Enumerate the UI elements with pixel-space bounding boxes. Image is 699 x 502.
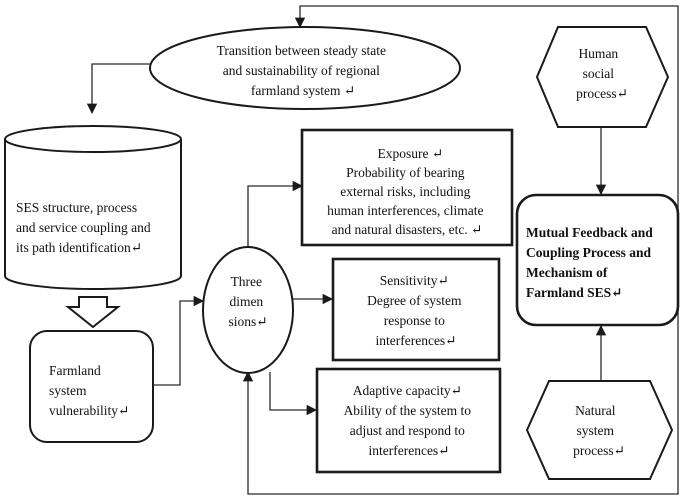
adaptive-line: interferences↵	[368, 443, 449, 458]
node-three-dimensions: Three dimen sions↵	[202, 246, 294, 374]
transition-line: farmland system ↵	[251, 83, 355, 98]
dimensions-ellipse	[202, 246, 294, 374]
svg-text:Human social proce: Human social process↵	[576, 46, 628, 101]
connector-vulnerability-to-dimensions	[153, 295, 205, 386]
svg-text:Mutual Feedback and Coup: Mutual Feedback and Coupling Process and…	[526, 225, 656, 300]
transition-line: and sustainability of regional	[223, 63, 380, 78]
adaptive-line: Adaptive capacity↵	[353, 383, 462, 398]
natural-system-line: system	[577, 423, 615, 438]
transition-ellipse	[149, 26, 461, 110]
exposure-line: external risks, including	[340, 184, 470, 199]
svg-text:Natural system pro: Natural system process↵	[573, 403, 625, 458]
svg-text:Transition between steady stat: Transition between steady state and sust…	[217, 43, 390, 98]
connector-dimensions-to-adaptive	[269, 372, 318, 416]
ses-line: its path identification↵	[16, 240, 142, 255]
transition-line: Transition between steady state	[217, 43, 386, 58]
node-adaptive-capacity: Adaptive capacity↵ Ability of the system…	[315, 367, 502, 474]
node-farmland-vulnerability: Farmland system vulnerability↵	[29, 330, 154, 443]
natural-system-line: process↵	[573, 443, 625, 458]
exposure-line: Probability of bearing	[346, 165, 465, 180]
node-mutual-feedback: Mutual Feedback and Coupling Process and…	[515, 193, 680, 327]
dimensions-line: sions↵	[228, 314, 267, 329]
vulnerability-line: system	[49, 383, 87, 398]
dimensions-line: dimen	[229, 294, 263, 309]
node-exposure: Exposure ↵ Probability of bearing extern…	[300, 128, 514, 247]
sensitivity-line: interferences↵	[375, 333, 456, 348]
node-transition: Transition between steady state and sust…	[149, 26, 461, 110]
svg-text:Exposure ↵ Probability: Exposure ↵ Probability of bearing extern…	[327, 146, 487, 237]
vulnerability-box	[29, 330, 154, 443]
connector-transition-to-ses	[86, 63, 150, 115]
svg-text:Sensitivity↵ Degree of s: Sensitivity↵ Degree of system response t…	[367, 273, 465, 348]
connector-feedback-loop-bottom	[242, 270, 679, 495]
svg-text:Farmland system vu: Farmland system vulnerability↵	[49, 363, 129, 418]
node-human-social: Human social process↵	[535, 26, 670, 128]
human-social-line: process↵	[576, 86, 628, 101]
ses-cylinder-body	[4, 139, 182, 290]
human-social-hexagon	[535, 26, 670, 128]
connector-dimensions-to-exposure	[247, 180, 304, 247]
natural-system-line: Natural	[575, 403, 616, 418]
exposure-box	[300, 128, 514, 247]
vulnerability-line: Farmland	[49, 363, 101, 378]
exposure-line: Exposure ↵	[377, 146, 443, 161]
ses-cylinder-top	[4, 125, 182, 153]
ses-line: SES structure, process	[16, 200, 137, 215]
node-natural-system: Natural system process↵	[525, 380, 674, 480]
connectors	[86, 5, 679, 495]
mutual-feedback-line: Coupling Process and	[526, 245, 652, 260]
human-social-line: social	[583, 66, 615, 81]
node-sensitivity: Sensitivity↵ Degree of system response t…	[331, 257, 501, 362]
mutual-feedback-line: Farmland SES↵	[526, 285, 622, 300]
mutual-feedback-box	[515, 193, 680, 327]
natural-system-hexagon	[525, 380, 674, 480]
adaptive-line: Ability of the system to	[344, 403, 472, 418]
sensitivity-line: Sensitivity↵	[380, 273, 449, 288]
connector-feedback-to-transition	[294, 5, 679, 228]
sensitivity-line: response to	[384, 313, 445, 328]
sensitivity-line: Degree of system	[367, 293, 462, 308]
vulnerability-line: vulnerability↵	[49, 403, 129, 418]
adaptive-box	[315, 367, 502, 474]
svg-text:Three dimen sions↵: Three dimen sions↵	[228, 274, 267, 329]
ses-line: and service coupling and	[16, 220, 151, 235]
mutual-feedback-line: Mutual Feedback and	[526, 225, 653, 240]
dimensions-line: Three	[231, 274, 262, 289]
node-ses-structure: SES structure, process and service coupl…	[4, 125, 182, 290]
hollow-down-arrow	[65, 296, 121, 329]
human-social-line: Human	[578, 46, 618, 61]
exposure-line: and natural disasters, etc. ↵	[332, 222, 483, 237]
svg-text:Adaptive capacity↵ Abili: Adaptive capacity↵ Ability of the system…	[344, 383, 475, 458]
exposure-line: human interferences, climate	[327, 203, 483, 218]
svg-text:SES structure, process: SES structure, process and service coupl…	[16, 200, 154, 255]
adaptive-line: adjust and respond to	[350, 423, 465, 438]
mutual-feedback-line: Mechanism of	[526, 265, 608, 280]
sensitivity-box	[331, 257, 501, 362]
